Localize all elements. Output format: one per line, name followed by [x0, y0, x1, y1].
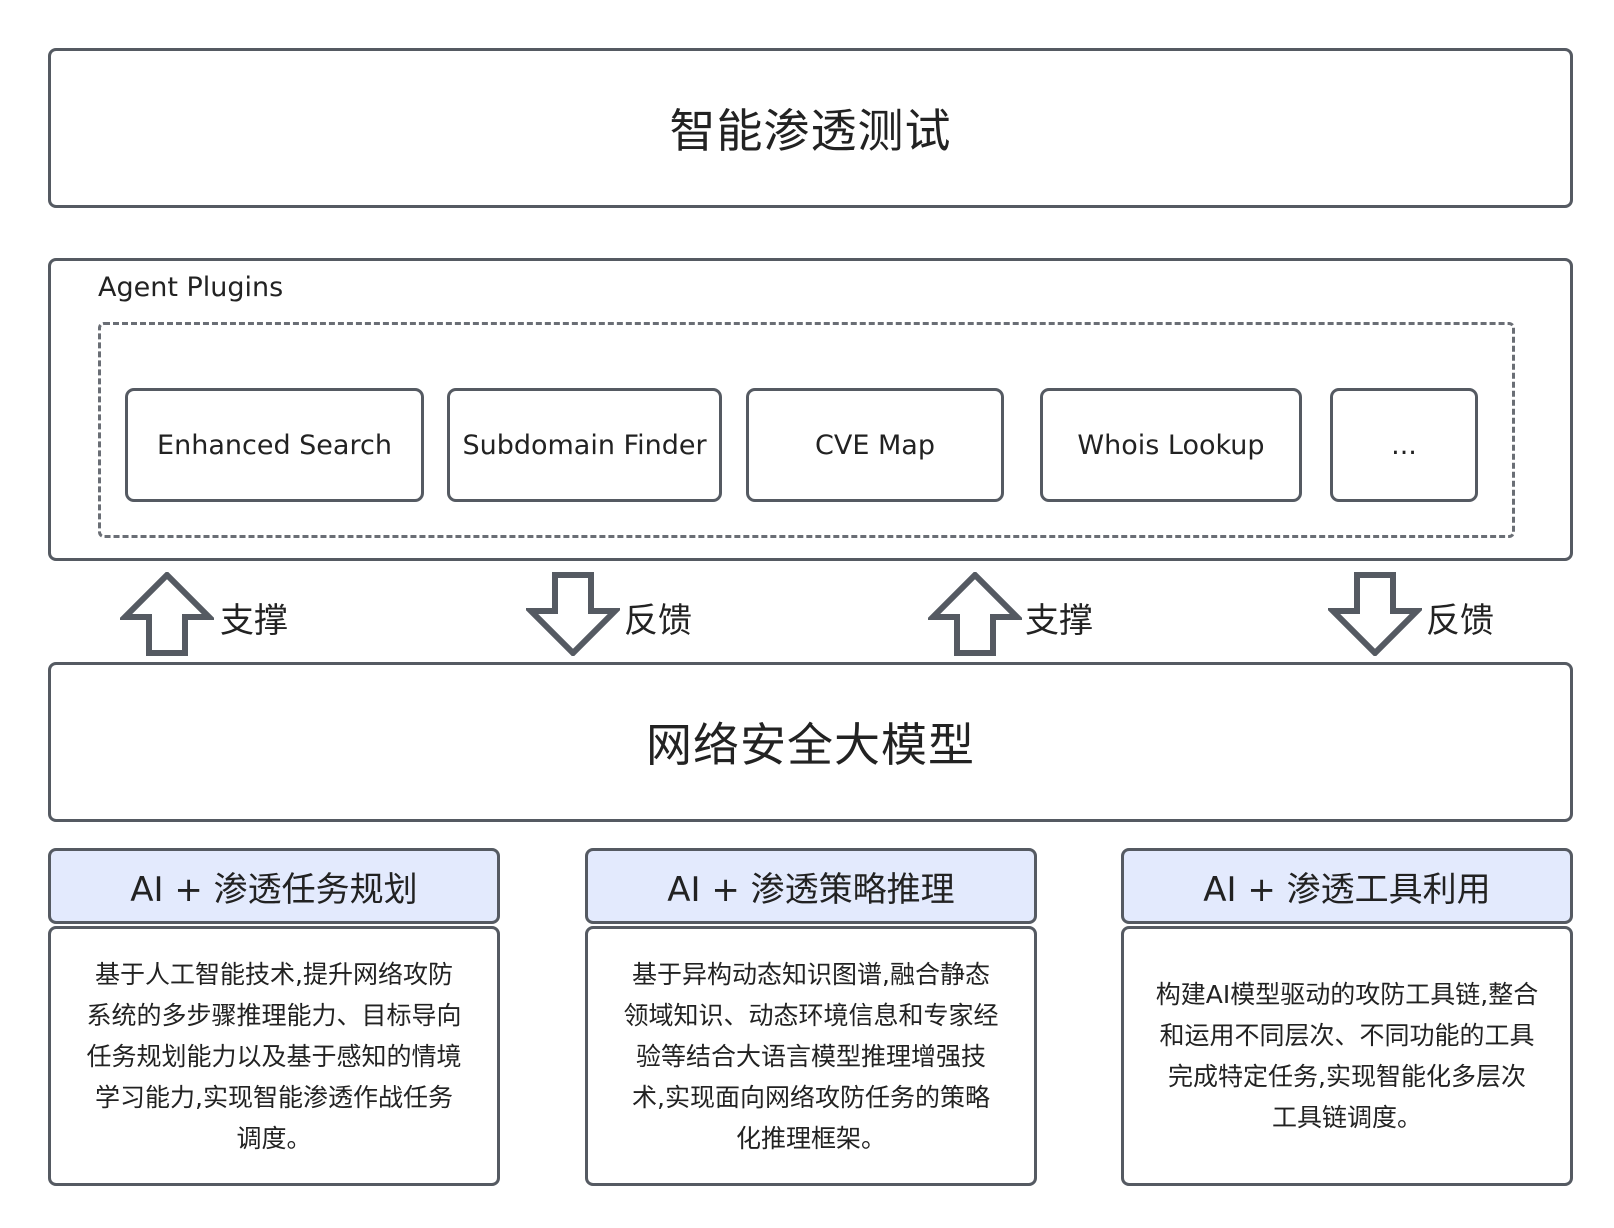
plugin-label: CVE Map — [815, 429, 935, 461]
feature-header-tools: AI + 渗透工具利用 — [1121, 848, 1573, 924]
description-line: 验等结合大语言模型推理增强技 — [635, 1041, 986, 1071]
plugin-enhanced-search: Enhanced Search — [125, 388, 424, 502]
description-line: 和运用不同层次、不同功能的工具 — [1159, 1021, 1535, 1050]
description-line: 任务规划能力以及基于感知的情境 — [86, 1041, 462, 1071]
feature-description: 基于人工智能技术,提升网络攻防 系统的多步骤推理能力、目标导向 任务规划能力以及… — [86, 954, 461, 1159]
arrow-label-feedback: 反馈 — [1426, 601, 1494, 641]
feature-header-planning: AI + 渗透任务规划 — [48, 848, 500, 924]
plugin-label: Subdomain Finder — [462, 429, 707, 461]
description-line: 基于异构动态知识图谱,融合静态 — [632, 959, 990, 989]
agent-plugins-label: Agent Plugins — [98, 272, 284, 303]
plugin-subdomain-finder: Subdomain Finder — [447, 388, 722, 502]
feature-description: 构建AI模型驱动的攻防工具链,整合 和运用不同层次、不同功能的工具 完成特定任务… — [1156, 974, 1538, 1138]
down-arrow-icon — [1328, 572, 1422, 656]
up-arrow-icon — [120, 572, 214, 656]
feature-header-reasoning: AI + 渗透策略推理 — [585, 848, 1037, 924]
plugin-cve-map: CVE Map — [746, 388, 1004, 502]
plugin-label: Whois Lookup — [1077, 429, 1265, 461]
top-title-box: 智能渗透测试 — [48, 48, 1573, 208]
plugin-label: Enhanced Search — [157, 429, 392, 461]
model-title: 网络安全大模型 — [646, 718, 975, 772]
plugin-whois-lookup: Whois Lookup — [1040, 388, 1302, 502]
description-line: 术,实现面向网络攻防任务的策略 — [632, 1082, 990, 1112]
arrow-label-feedback: 反馈 — [624, 601, 692, 641]
description-line: 工具链调度。 — [1271, 1103, 1422, 1132]
feature-body-reasoning: 基于异构动态知识图谱,融合静态 领域知识、动态环境信息和专家经 验等结合大语言模… — [585, 926, 1037, 1186]
description-line: 学习能力,实现智能渗透作战任务 — [95, 1082, 453, 1112]
description-line: 系统的多步骤推理能力、目标导向 — [86, 1000, 462, 1030]
feature-title: AI + 渗透工具利用 — [1203, 869, 1491, 910]
feature-body-tools: 构建AI模型驱动的攻防工具链,整合 和运用不同层次、不同功能的工具 完成特定任务… — [1121, 926, 1573, 1186]
model-title-box: 网络安全大模型 — [48, 662, 1573, 822]
description-line: 化推理框架。 — [735, 1123, 886, 1153]
top-title: 智能渗透测试 — [669, 104, 952, 158]
feature-title: AI + 渗透任务规划 — [130, 869, 418, 910]
feature-description: 基于异构动态知识图谱,融合静态 领域知识、动态环境信息和专家经 验等结合大语言模… — [623, 954, 998, 1159]
description-line: 领域知识、动态环境信息和专家经 — [623, 1000, 999, 1030]
arrow-label-support: 支撑 — [1025, 601, 1093, 641]
arrow-label-support: 支撑 — [220, 601, 288, 641]
feature-title: AI + 渗透策略推理 — [667, 869, 955, 910]
feature-body-planning: 基于人工智能技术,提升网络攻防 系统的多步骤推理能力、目标导向 任务规划能力以及… — [48, 926, 500, 1186]
plugins-group — [98, 322, 1515, 538]
description-line: 调度。 — [236, 1123, 312, 1153]
plugin-label: ... — [1391, 429, 1417, 461]
up-arrow-icon — [928, 572, 1022, 656]
description-line: 构建AI模型驱动的攻防工具链,整合 — [1155, 980, 1539, 1009]
description-line: 完成特定任务,实现智能化多层次 — [1168, 1062, 1526, 1091]
description-line: 基于人工智能技术,提升网络攻防 — [95, 959, 453, 989]
plugin-more: ... — [1330, 388, 1478, 502]
down-arrow-icon — [526, 572, 620, 656]
